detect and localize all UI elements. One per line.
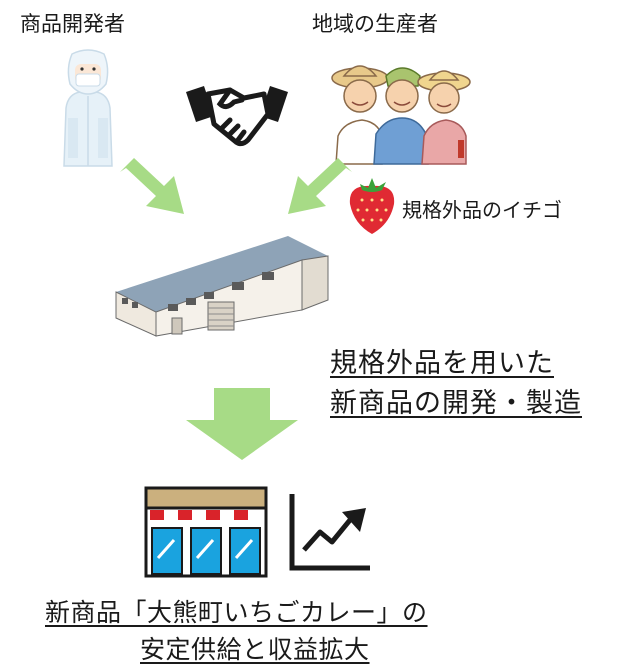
left-diagonal-arrow-icon <box>120 158 184 214</box>
down-arrow-icon <box>186 388 298 460</box>
result-caption-line2: 安定供給と収益拡大 <box>140 635 370 664</box>
development-caption-line2: 新商品の開発・製造 <box>330 388 582 419</box>
store-icon <box>144 486 268 578</box>
right-diagonal-arrow-icon <box>288 158 352 214</box>
result-caption-line1: 新商品「大熊町いちごカレー」の <box>45 598 428 627</box>
developer-label: 商品開発者 <box>20 12 125 36</box>
factory-icon <box>115 236 329 337</box>
farmers-icon <box>331 65 471 165</box>
handshake-icon <box>186 86 288 147</box>
strawberry-icon <box>349 178 395 234</box>
strawberry-label: 規格外品のイチゴ <box>402 198 562 222</box>
producers-label: 地域の生産者 <box>312 12 438 36</box>
growth-chart-icon <box>289 494 370 571</box>
developer-figure-icon <box>63 49 113 167</box>
development-caption-line1: 規格外品を用いた <box>330 348 554 379</box>
